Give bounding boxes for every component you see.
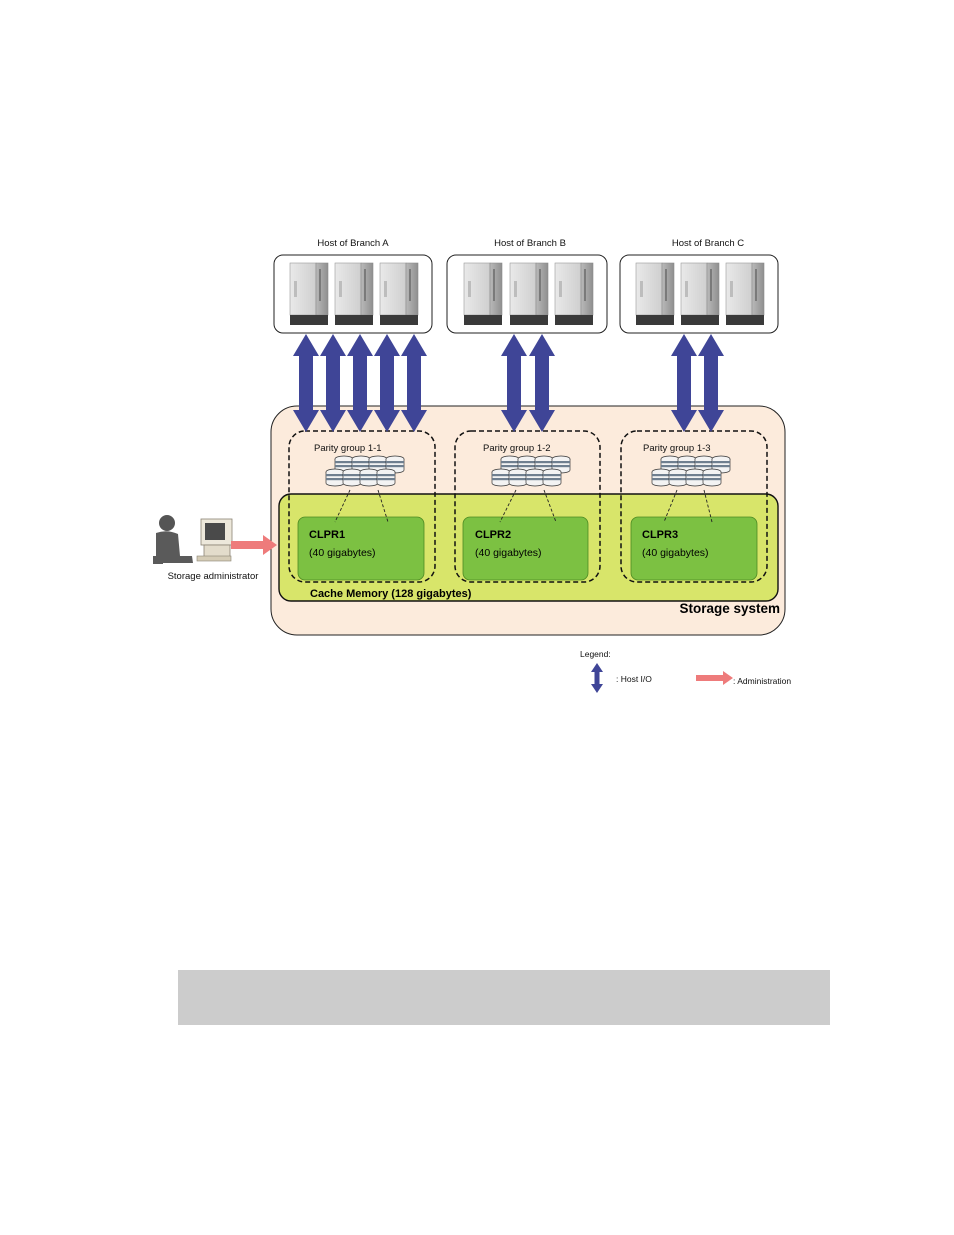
- disk-array-1-3-icon: [652, 456, 730, 486]
- legend-title: Legend:: [580, 649, 611, 659]
- legend-host-io-arrow-icon: [591, 663, 603, 693]
- note-bar: [178, 970, 830, 1025]
- clpr1-size: (40 gigabytes): [309, 547, 376, 559]
- parity-group-1-1-label: Parity group 1-1: [314, 443, 382, 454]
- host-b-label: Host of Branch B: [494, 238, 566, 249]
- clpr2-name: CLPR2: [475, 529, 511, 541]
- legend-host-io-label: : Host I/O: [616, 674, 652, 684]
- clpr1-name: CLPR1: [309, 529, 345, 541]
- host-branch-c: [620, 255, 778, 333]
- clpr2-size: (40 gigabytes): [475, 547, 542, 559]
- parity-group-1-2-label: Parity group 1-2: [483, 443, 551, 454]
- storage-administrator-icon: [153, 515, 232, 564]
- host-branch-a: [274, 255, 432, 333]
- parity-group-1-3-label: Parity group 1-3: [643, 443, 711, 454]
- storage-administrator-label: Storage administrator: [168, 571, 259, 582]
- cache-memory-label: Cache Memory (128 gigabytes): [310, 588, 472, 600]
- storage-system-label: Storage system: [679, 601, 780, 616]
- legend-administration-arrow-icon: [696, 671, 733, 685]
- disk-array-1-1-icon: [326, 456, 404, 486]
- administration-arrow: [231, 535, 277, 555]
- clpr3-name: CLPR3: [642, 529, 678, 541]
- clpr3-size: (40 gigabytes): [642, 547, 709, 559]
- host-branch-b: [447, 255, 607, 333]
- disk-array-1-2-icon: [492, 456, 570, 486]
- host-c-label: Host of Branch C: [672, 238, 744, 249]
- legend-administration-label: : Administration: [733, 676, 791, 686]
- host-a-label: Host of Branch A: [317, 238, 389, 249]
